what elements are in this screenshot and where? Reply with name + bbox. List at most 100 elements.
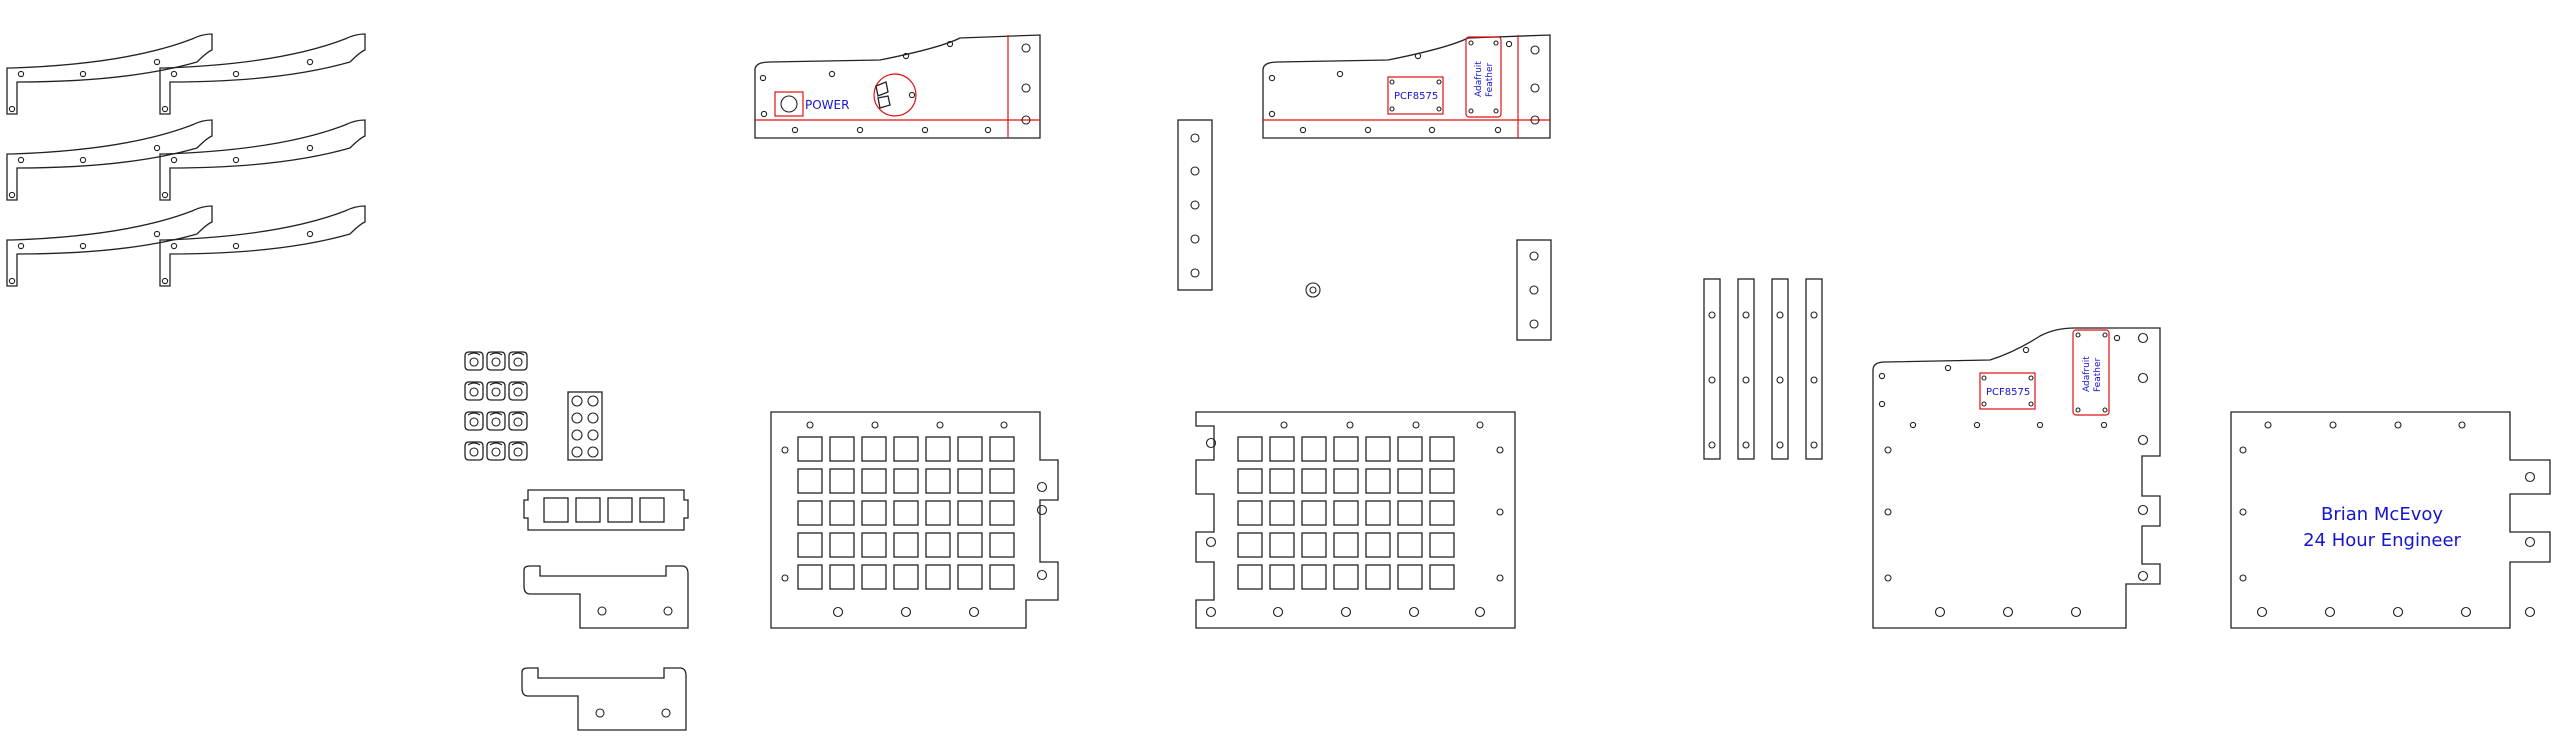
key-switch-cutout <box>1237 500 1263 526</box>
key-switch-cutout <box>1333 532 1359 558</box>
key-switch-cutout <box>1237 436 1263 462</box>
key-switch-cutout <box>861 500 887 526</box>
feather-label-line1: Adafruit <box>1474 61 1484 97</box>
key-switch-cutout <box>829 532 855 558</box>
curved-bracket <box>159 119 366 201</box>
key-switch-cutout <box>957 436 983 462</box>
key-switch-cutout <box>1237 564 1263 590</box>
curved-bracket <box>6 119 213 201</box>
key-switch-cutout <box>1333 500 1359 526</box>
key-switch-cutout <box>797 500 823 526</box>
curved-bracket <box>6 205 213 287</box>
curved-bracket <box>6 33 213 115</box>
key-switch-cutout <box>989 468 1015 494</box>
key-switch-cutout <box>925 564 951 590</box>
key-switch-cutout <box>1237 532 1263 558</box>
bushing-block <box>567 391 603 461</box>
key-switch-cutout <box>829 468 855 494</box>
spacer-strip <box>1703 278 1721 460</box>
feather-label-line2: Feather <box>1485 62 1495 97</box>
clip-cluster <box>464 351 528 461</box>
key-switch-cutout <box>1301 500 1327 526</box>
power-label: POWER <box>805 98 849 112</box>
key-switch-cutout <box>797 436 823 462</box>
key-switch-cutout <box>1397 532 1423 558</box>
key-switch-cutout <box>1429 436 1455 462</box>
key-switch-cutout <box>861 436 887 462</box>
curved-bracket-set <box>6 33 366 287</box>
key-switch-cutout <box>925 500 951 526</box>
key-switch-cutout <box>1333 564 1359 590</box>
key-switch-cutout <box>1333 468 1359 494</box>
key-switch-grid <box>1237 436 1455 590</box>
key-switch-cutout <box>893 468 919 494</box>
key-switch-cutout <box>893 500 919 526</box>
key-switch-cutout <box>797 468 823 494</box>
key-switch-cutout <box>893 532 919 558</box>
key-switch-cutout <box>1269 436 1295 462</box>
key-plate-left <box>770 411 1059 629</box>
key-switch-cutout <box>1397 468 1423 494</box>
key-switch-cutout <box>829 436 855 462</box>
pcf8575-label: PCF8575 <box>1394 91 1438 102</box>
side-panel-right: PCF8575 Adafruit Feather <box>1262 34 1551 139</box>
key-switch-cutout <box>1365 532 1391 558</box>
key-switch-cutout <box>1429 564 1455 590</box>
key-switch-cutout <box>925 436 951 462</box>
credit-plate: Brian McEvoy 24 Hour Engineer <box>2230 411 2551 629</box>
key-switch-cutout <box>957 564 983 590</box>
key-switch-cutout <box>1333 436 1359 462</box>
key-switch-cutout <box>989 532 1015 558</box>
key-switch-cutout <box>1429 532 1455 558</box>
key-switch-cutout <box>861 468 887 494</box>
spacer-strip <box>1805 278 1823 460</box>
key-switch-cutout <box>893 564 919 590</box>
key-switch-cutout <box>1365 500 1391 526</box>
key-switch-cutout <box>1301 564 1327 590</box>
pcf8575-label: PCF8575 <box>1986 387 2030 398</box>
key-switch-cutout <box>989 564 1015 590</box>
key-switch-cutout <box>989 436 1015 462</box>
key-switch-cutout <box>1269 500 1295 526</box>
key-switch-cutout <box>861 564 887 590</box>
key-switch-cutout <box>1365 468 1391 494</box>
key-switch-grid <box>797 436 1015 590</box>
key-switch-cutout <box>925 468 951 494</box>
key-switch-cutout <box>1301 532 1327 558</box>
window-bar <box>523 489 689 531</box>
key-switch-cutout <box>1237 468 1263 494</box>
curved-bracket <box>159 33 366 115</box>
spacer-strip <box>1737 278 1755 460</box>
credit-name: Brian McEvoy <box>2321 504 2443 525</box>
post-strip-five-hole <box>1177 119 1213 291</box>
key-switch-cutout <box>1365 564 1391 590</box>
key-switch-cutout <box>957 500 983 526</box>
hook-bracket <box>521 667 687 731</box>
key-switch-cutout <box>957 468 983 494</box>
key-switch-cutout <box>893 436 919 462</box>
key-switch-cutout <box>957 532 983 558</box>
feather-label-line2: Feather <box>2093 357 2103 392</box>
hook-bracket <box>523 565 689 629</box>
key-switch-cutout <box>1301 436 1327 462</box>
key-switch-cutout <box>861 532 887 558</box>
key-switch-cutout <box>1397 564 1423 590</box>
washer <box>1305 282 1321 298</box>
key-switch-cutout <box>1429 468 1455 494</box>
key-switch-cutout <box>1269 532 1295 558</box>
key-switch-cutout <box>1397 436 1423 462</box>
feather-label-line1: Adafruit <box>2082 356 2092 392</box>
key-switch-cutout <box>1301 468 1327 494</box>
key-switch-cutout <box>797 564 823 590</box>
key-switch-cutout <box>1397 500 1423 526</box>
curved-bracket <box>159 205 366 287</box>
spacer-strip-set <box>1703 278 1823 460</box>
credit-title: 24 Hour Engineer <box>2303 530 2461 551</box>
key-plate-right <box>1195 411 1516 629</box>
key-switch-cutout <box>1269 468 1295 494</box>
key-switch-cutout <box>829 564 855 590</box>
base-plate-electronics: PCF8575 Adafruit Feather <box>1872 327 2161 629</box>
key-switch-cutout <box>797 532 823 558</box>
